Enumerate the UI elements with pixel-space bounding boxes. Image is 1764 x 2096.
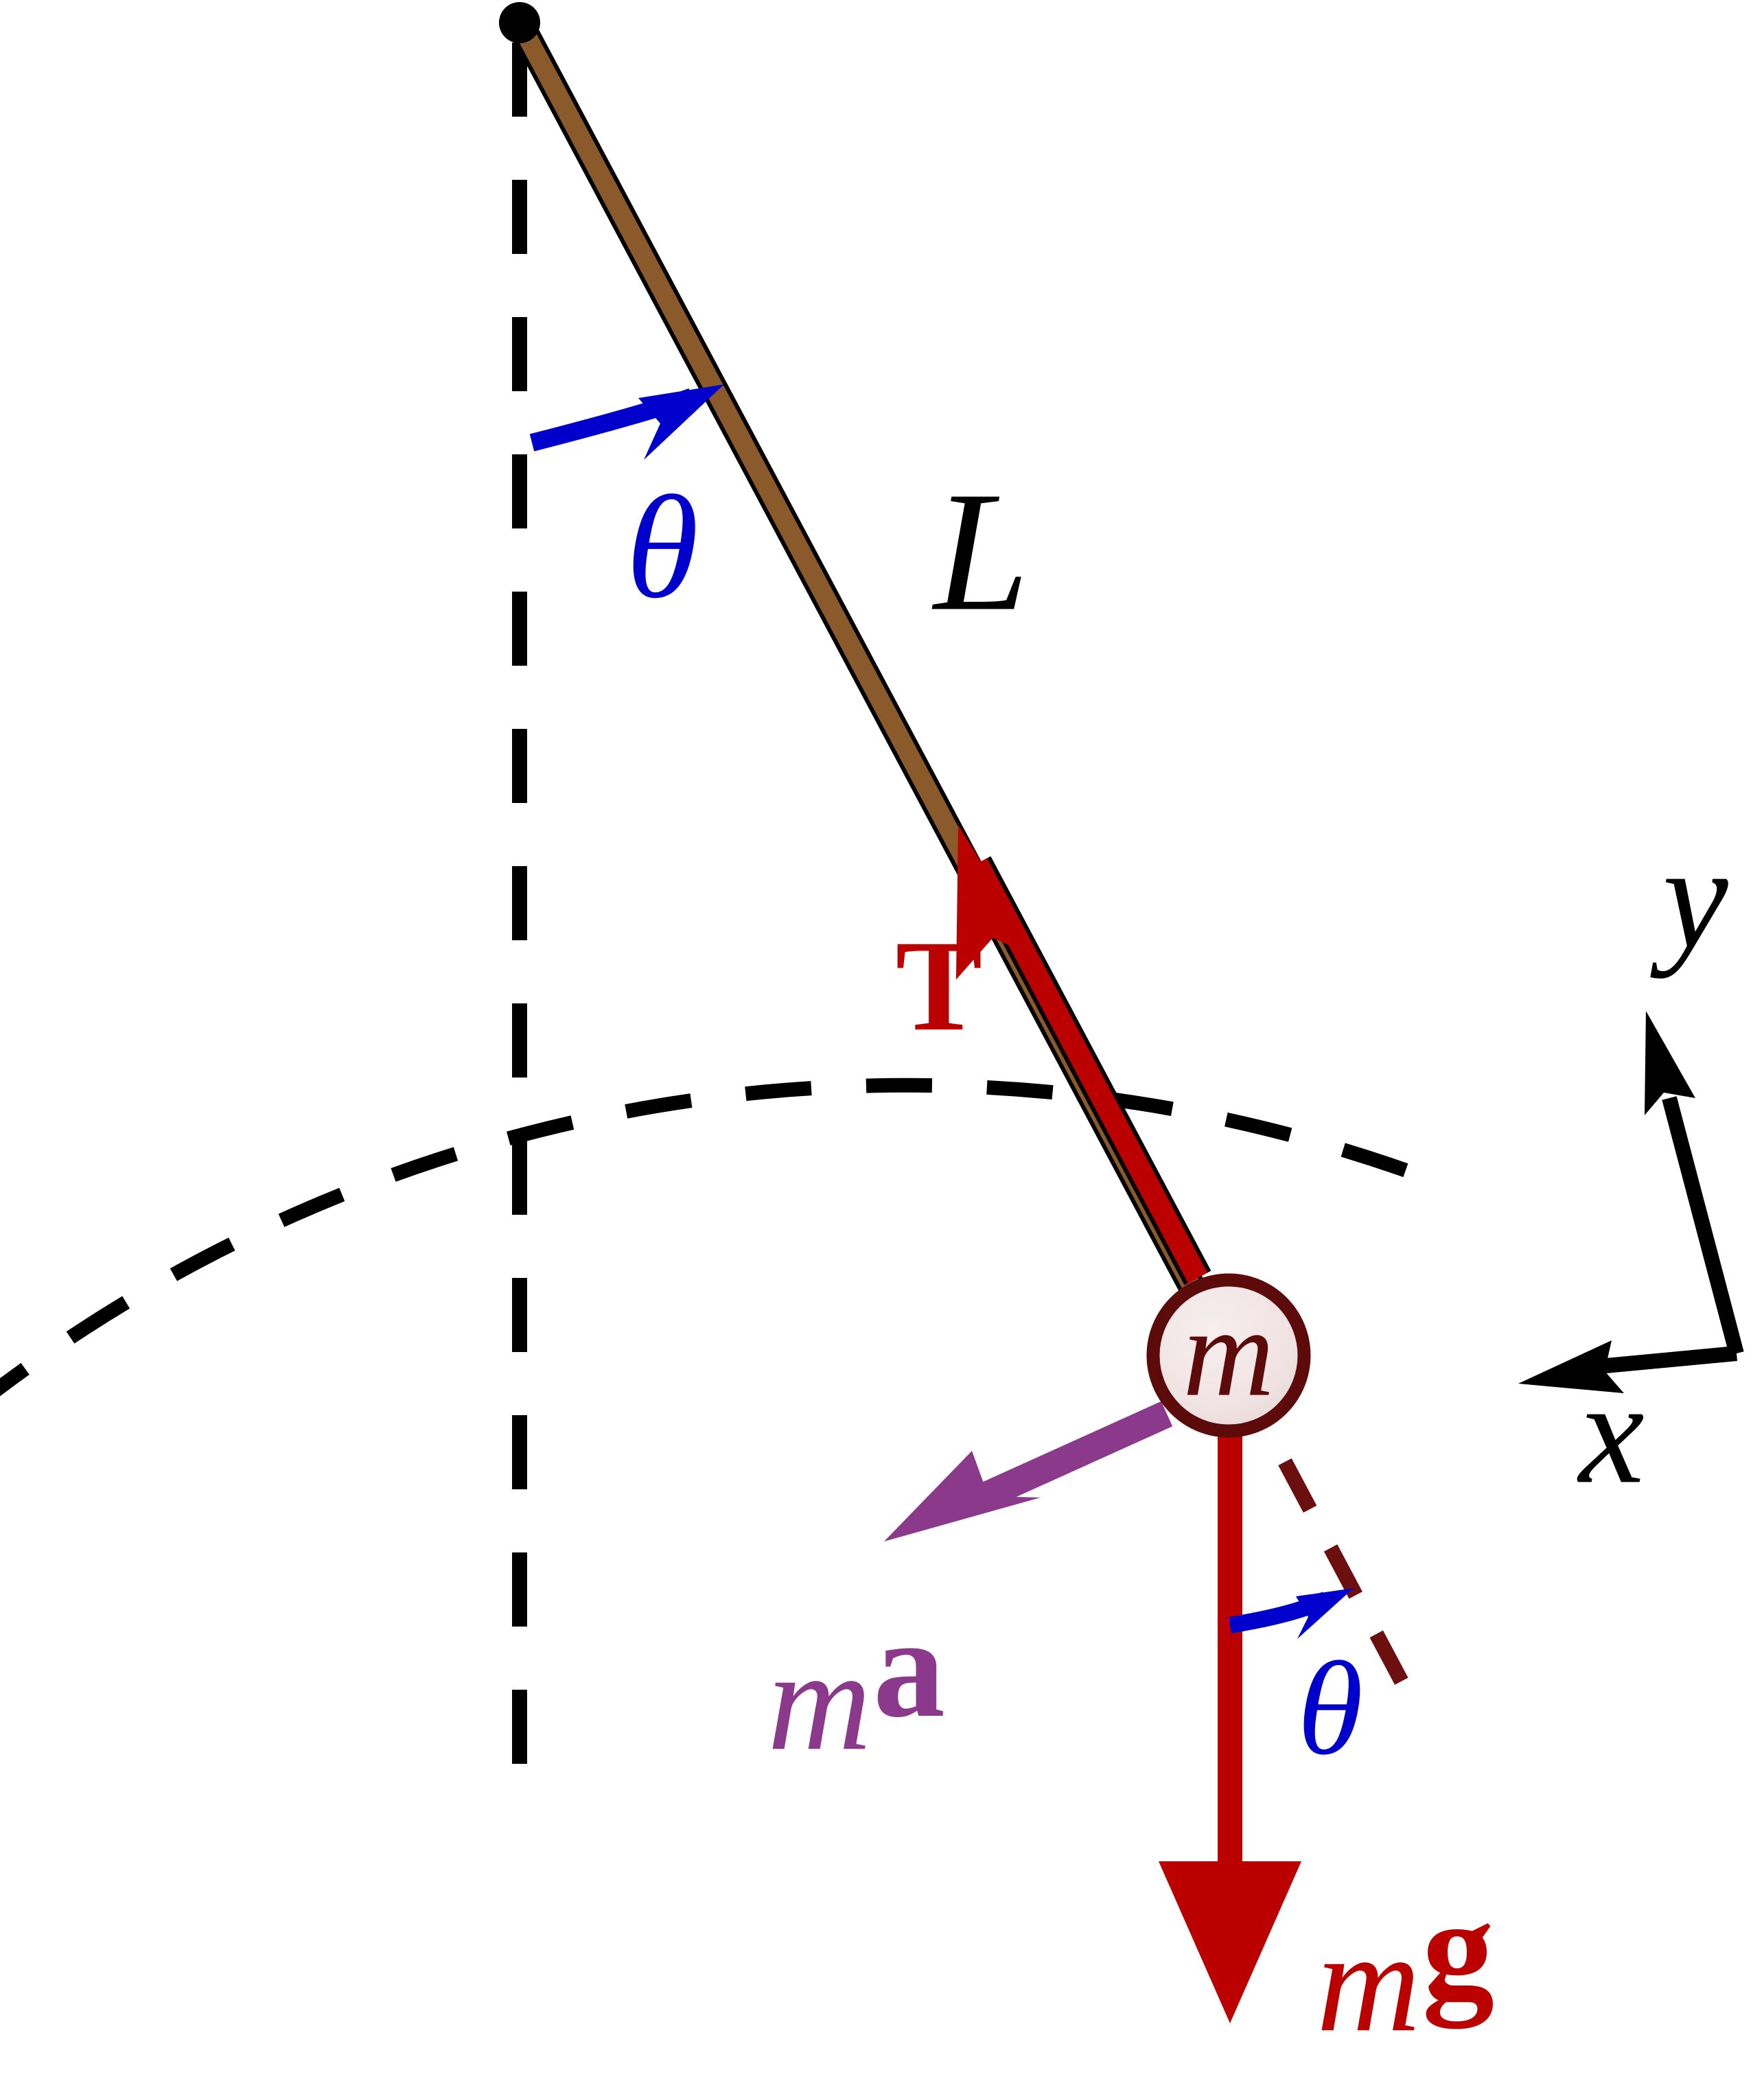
x-axis-label: x <box>1577 1350 1644 1514</box>
pendulum-bob <box>1146 1273 1311 1438</box>
acceleration-vector <box>884 1401 1173 1541</box>
weight-vector <box>1159 1428 1301 2023</box>
y-axis-label: y <box>1650 815 1728 979</box>
acceleration-label-m: m <box>767 1621 872 1780</box>
weight-arrowhead <box>1159 1861 1301 2023</box>
x-axis-arrowhead <box>1518 1340 1624 1393</box>
x-axis-shaft <box>1590 1346 1738 1375</box>
rod-extension-dashed-line <box>1278 1458 1408 1686</box>
bob-mass-label: m <box>1183 1282 1275 1423</box>
swing-arc-dashed <box>0 1078 1451 1397</box>
weight-label-group: m g <box>1316 1870 1494 2062</box>
angle-label-top: θ <box>626 465 699 629</box>
acceleration-label-group: m a <box>767 1588 945 1780</box>
acceleration-label-a: a <box>873 1588 945 1747</box>
angle-arc-bottom <box>1229 1588 1354 1639</box>
tension-vector <box>955 825 1211 1285</box>
length-label: L <box>931 456 1029 647</box>
weight-label-m: m <box>1316 1902 1421 2062</box>
y-axis-shaft <box>1662 1096 1744 1355</box>
angle-label-bottom: θ <box>1297 1635 1363 1783</box>
y-axis-arrowhead <box>1645 1011 1695 1115</box>
weight-label-g: g <box>1422 1870 1494 2029</box>
angle-arc-top <box>529 384 724 460</box>
tension-label: T <box>896 914 983 1058</box>
acceleration-arrowhead <box>884 1451 1041 1541</box>
angle-arc-bottom-arrowhead <box>1296 1588 1354 1639</box>
acceleration-shaft <box>960 1401 1173 1517</box>
coordinate-axes <box>1518 1011 1744 1393</box>
tension-arrowhead <box>955 825 1043 980</box>
angle-arc-top-arrowhead <box>638 384 724 460</box>
pivot-point <box>499 2 540 43</box>
